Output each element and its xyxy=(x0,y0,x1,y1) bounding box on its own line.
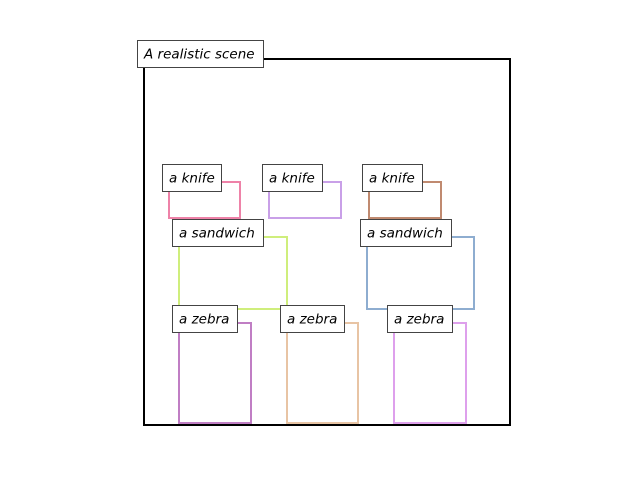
object-label: a zebra xyxy=(287,312,337,328)
object-box xyxy=(286,322,359,424)
object-box xyxy=(393,322,467,424)
object-label-tag: a knife xyxy=(162,164,222,192)
object-label: a zebra xyxy=(394,312,444,328)
object-label-tag: a knife xyxy=(262,164,323,192)
object-label-tag: a sandwich xyxy=(172,219,264,247)
object-label: a sandwich xyxy=(367,226,443,242)
scene-title: A realistic scene xyxy=(143,47,255,63)
object-label: a knife xyxy=(369,171,415,187)
object-box xyxy=(178,236,288,310)
object-label-tag: a zebra xyxy=(280,305,345,333)
object-label-tag: a sandwich xyxy=(360,219,452,247)
object-label-tag: a zebra xyxy=(387,305,453,333)
object-label: a sandwich xyxy=(179,226,255,242)
scene-frame xyxy=(143,58,511,426)
object-label: a zebra xyxy=(179,312,229,328)
scene-title-tag: A realistic scene xyxy=(137,40,264,68)
object-box xyxy=(178,322,252,424)
object-label-tag: a knife xyxy=(362,164,423,192)
object-label: a knife xyxy=(269,171,315,187)
object-label: a knife xyxy=(169,171,215,187)
object-box xyxy=(366,236,475,310)
object-label-tag: a zebra xyxy=(172,305,238,333)
